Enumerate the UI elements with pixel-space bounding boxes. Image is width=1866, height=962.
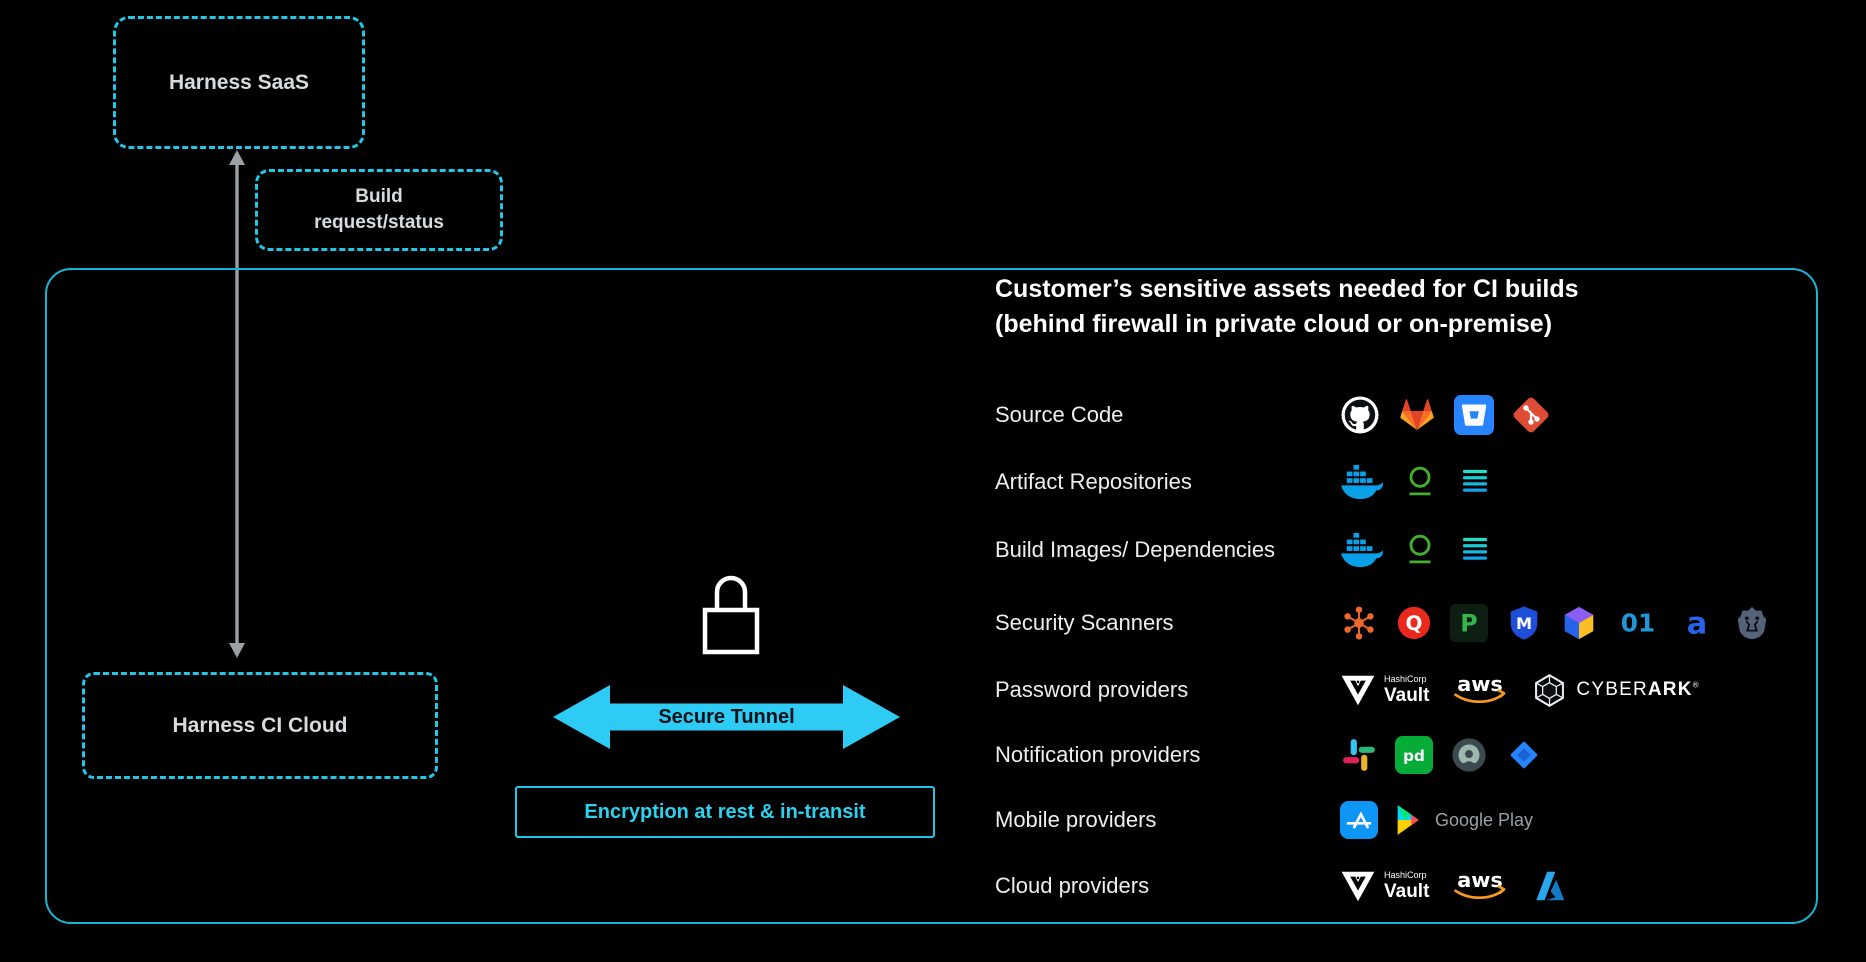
cyberark-icon: CYBERARK® bbox=[1531, 672, 1699, 709]
docker-icon bbox=[1340, 531, 1384, 569]
asset-row-label: Mobile providers bbox=[995, 807, 1157, 832]
aqua-icon: a bbox=[1678, 604, 1716, 642]
app-store-icon bbox=[1340, 801, 1378, 839]
git-icon bbox=[1511, 395, 1551, 435]
veracode-icon bbox=[1560, 604, 1598, 642]
aws-icon: aws bbox=[1446, 670, 1514, 710]
asset-row-label: Source Code bbox=[995, 402, 1124, 427]
harness-ci-cloud-label: Harness CI Cloud bbox=[172, 713, 348, 737]
asset-row-label: Password providers bbox=[995, 677, 1189, 702]
sonatype-nexus-icon bbox=[1401, 463, 1439, 501]
assets-panel-title: Customer’s sensitive assets needed for C… bbox=[995, 272, 1579, 342]
asset-row: Notification providers pd bbox=[995, 731, 1543, 779]
build-request-line2: request/status bbox=[314, 212, 444, 233]
svg-text:M: M bbox=[1516, 614, 1532, 633]
asset-row-icons bbox=[1340, 531, 1494, 569]
build-request-line1: Build bbox=[355, 186, 403, 208]
svg-text:a: a bbox=[1687, 606, 1708, 641]
svg-text:P: P bbox=[1460, 610, 1477, 638]
asset-row-icons: Q P M 01 a bbox=[1340, 604, 1771, 642]
svg-text:01: 01 bbox=[1621, 609, 1655, 638]
scanner-01-icon: 01 bbox=[1615, 604, 1661, 642]
mend-icon: M bbox=[1505, 604, 1543, 642]
assets-title-line1: Customer’s sensitive assets needed for C… bbox=[995, 275, 1579, 303]
aws-icon: aws bbox=[1446, 866, 1514, 906]
artifactory-icon bbox=[1456, 463, 1494, 501]
servicenow-icon bbox=[1450, 736, 1488, 774]
secure-tunnel-label: Secure Tunnel bbox=[658, 705, 795, 728]
asset-row-icons: pd bbox=[1340, 736, 1543, 774]
asset-row-icons bbox=[1340, 395, 1551, 435]
lock-icon bbox=[695, 568, 767, 663]
asset-row: Source Code bbox=[995, 391, 1551, 439]
asset-row-icons bbox=[1340, 463, 1494, 501]
firewall-boundary-box bbox=[45, 268, 1818, 924]
asset-row-label: Notification providers bbox=[995, 742, 1201, 767]
sonatype-nexus-icon bbox=[1401, 531, 1439, 569]
build-request-status-node: Build request/status bbox=[255, 169, 503, 251]
asset-row-label: Artifact Repositories bbox=[995, 469, 1192, 494]
harness-saas-label: Harness SaaS bbox=[168, 70, 310, 94]
asset-row: Build Images/ Dependencies bbox=[995, 526, 1494, 574]
harness-ci-cloud-node: Harness CI Cloud bbox=[82, 672, 438, 779]
azure-icon bbox=[1531, 867, 1569, 905]
asset-row-label: Security Scanners bbox=[995, 610, 1174, 635]
google-play-icon: Google Play bbox=[1395, 803, 1533, 837]
github-icon bbox=[1340, 395, 1380, 435]
svg-text:aws: aws bbox=[1458, 672, 1504, 696]
asset-row: Security Scanners Q P M 01 a bbox=[995, 599, 1771, 647]
gitlab-icon bbox=[1397, 395, 1437, 435]
asset-row-label: Build Images/ Dependencies bbox=[995, 537, 1276, 562]
encryption-note-label: Encryption at rest & in-transit bbox=[584, 800, 866, 823]
jira-icon bbox=[1505, 736, 1543, 774]
encryption-note-box: Encryption at rest & in-transit bbox=[515, 786, 935, 838]
prisma-cloud-icon: P bbox=[1450, 604, 1488, 642]
pagerduty-icon: pd bbox=[1395, 736, 1433, 774]
build-status-arrow bbox=[226, 150, 248, 663]
asset-row: Artifact Repositories bbox=[995, 458, 1494, 506]
docker-icon bbox=[1340, 463, 1384, 501]
svg-text:pd: pd bbox=[1403, 747, 1425, 765]
svg-text:Q: Q bbox=[1406, 611, 1423, 635]
assets-title-line2: (behind firewall in private cloud or on-… bbox=[995, 310, 1553, 338]
artifactory-icon bbox=[1456, 531, 1494, 569]
secure-tunnel-shape bbox=[553, 685, 900, 749]
qualys-icon: Q bbox=[1395, 604, 1433, 642]
secure-tunnel-arrow: Secure Tunnel bbox=[553, 682, 900, 752]
bitbucket-icon bbox=[1454, 395, 1494, 435]
asset-row: Mobile providers Google Play bbox=[995, 796, 1533, 844]
slack-icon bbox=[1340, 736, 1378, 774]
asset-row-icons: Google Play bbox=[1340, 801, 1533, 839]
checkmarx-icon bbox=[1340, 604, 1378, 642]
harness-saas-node: Harness SaaS bbox=[113, 16, 365, 149]
asset-row-label: Cloud providers bbox=[995, 873, 1150, 898]
snyk-icon bbox=[1733, 604, 1771, 642]
svg-text:aws: aws bbox=[1458, 868, 1504, 892]
